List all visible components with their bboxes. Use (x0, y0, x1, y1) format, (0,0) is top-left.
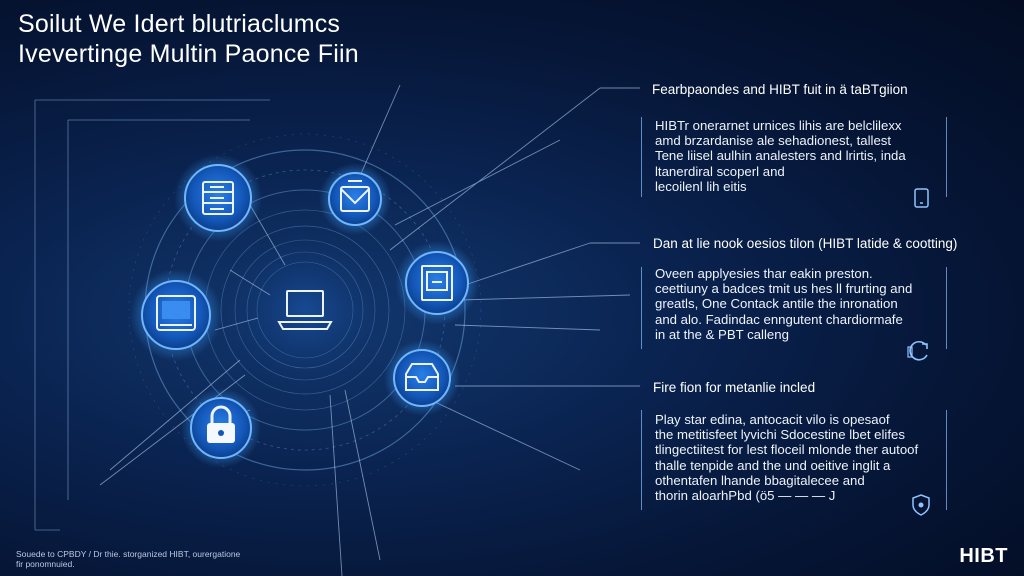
section-1-bar-right (946, 117, 947, 197)
node-mail (319, 163, 391, 235)
footnote: Souede to CPBDY / Dr thie. storganized H… (16, 549, 240, 569)
section-2-line: ceettiuny a badces tmit us hes ll frurti… (655, 281, 913, 297)
section-2-line: greatls, One Contack antile the inronati… (655, 296, 898, 312)
frame-lines (34, 99, 270, 531)
refresh-icon (907, 340, 928, 361)
mail-icon (340, 180, 370, 212)
lock-icon (207, 405, 235, 443)
section-3-line: Play star edina, antocacit vilo is opesa… (655, 412, 890, 427)
section-2-bar-left (641, 267, 642, 349)
section-3-line: thalle tenpide and the und oeitive ingli… (655, 457, 891, 473)
inbox-icon (405, 363, 439, 391)
section-3-line: the metitisfeet lyvichi Sdocestine lbet … (655, 427, 905, 443)
server-icon (202, 181, 234, 215)
page-title-line2: Ivevertinge Multin Paonce Fiin (18, 40, 359, 68)
document-icon (421, 265, 453, 301)
section-1-line: lecoilenl lih eitis (655, 178, 747, 194)
node-laptop-center (277, 290, 333, 330)
section-3-bar-left (641, 410, 642, 510)
node-server (174, 154, 262, 242)
section-1-heading: Fearbpaondes and HIBT fuit in ä taBTgiio… (652, 82, 908, 97)
section-1-line: Tene liisel aulhin analesters and lrirti… (655, 148, 906, 164)
section-2-heading: Dan at lie nook oesios tilon (HIBT latid… (653, 236, 958, 251)
section-3-bar-right (946, 410, 947, 510)
section-1-line: HIBTr onerarnet urnices lihis are belcli… (655, 118, 902, 133)
section-1-line: amd brzardanise ale sehadionest, tallest (655, 133, 892, 149)
laptop-icon (277, 290, 333, 330)
phone-icon (914, 188, 929, 208)
tablet-icon (156, 295, 196, 331)
node-lock (181, 388, 261, 468)
node-document (395, 241, 479, 325)
brand-logo: HIBT (959, 545, 1008, 567)
section-1-bar-left (641, 117, 642, 197)
section-2-line: and alo. Fadindac enngutent chardiormafe (655, 311, 903, 327)
section-3-line: othentafen lhande bbagitalecee and (655, 472, 865, 488)
section-3-heading: Fire fion for metanlie incled (653, 380, 816, 395)
section-1-text: HIBTr onerarnet urnices lihis are belcli… (655, 118, 955, 194)
footnote-line1: Souede to CPBDY / Dr thie. storganized H… (16, 549, 241, 559)
section-3-line: thorin aloarhPbd (ö5 — — — J (655, 488, 836, 504)
section-3-text: Play star edina, antocacit vilo is opesa… (655, 412, 955, 503)
section-2-text: Oveen applyesies thar eakin preston. cee… (655, 266, 955, 342)
section-2-bar-right (946, 267, 947, 349)
section-2-line: Oveen applyesies thar eakin preston. (655, 266, 873, 281)
page-title-line1: Soilut We Idert blutriaclumcs (18, 10, 341, 38)
section-3-line: tlingectiitest for lest floceil mlonde t… (655, 442, 919, 458)
section-1-line: ltanerdiral scoperl and (655, 163, 785, 179)
section-2-line: in at the & PBT calleng (655, 326, 789, 342)
node-inbox (384, 340, 460, 416)
node-tablet (130, 269, 222, 361)
shield-icon (912, 494, 930, 516)
footnote-line2: fir ponomnuied. (16, 559, 75, 569)
